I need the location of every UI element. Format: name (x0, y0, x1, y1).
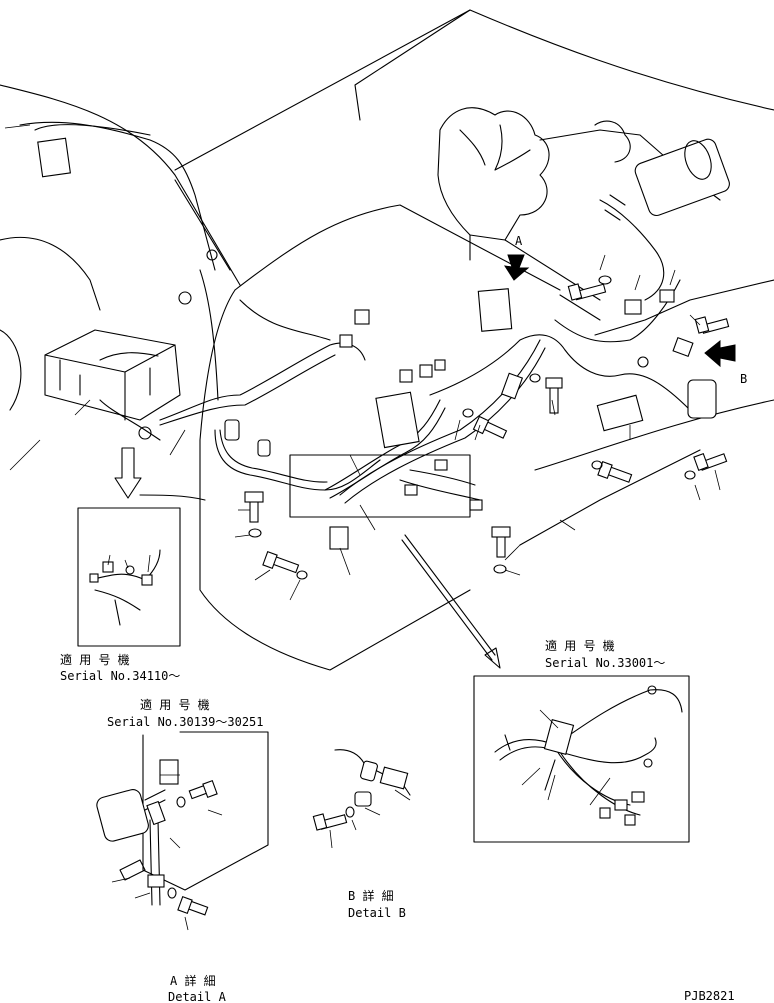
washer (684, 470, 696, 480)
serial-2-en: Serial No.30139～30251 (107, 715, 264, 729)
detail-b-drawing (312, 749, 411, 849)
washer (176, 796, 186, 808)
callout-a-arrow (503, 254, 530, 281)
callout-b-label: B (740, 372, 747, 386)
bolt (188, 780, 218, 800)
washer (493, 564, 507, 574)
washer (296, 570, 308, 580)
serial-2-jp: 適 用 号 機 (140, 697, 210, 712)
washer (529, 373, 541, 383)
inset-serial-34110 (77, 507, 181, 647)
washer (248, 528, 262, 538)
bolt (567, 283, 607, 301)
drawing-number: PJB2821 (684, 989, 735, 1003)
callout-a-label: A (515, 234, 523, 248)
bolt (472, 415, 508, 439)
washer (598, 275, 612, 285)
leader-lines (4, 124, 721, 601)
serial-3-jp: 適 用 号 機 (545, 638, 615, 653)
bolt (312, 813, 348, 831)
engine-assembly (437, 107, 730, 301)
bolt (244, 491, 264, 523)
machine-body-outline (0, 9, 774, 671)
detail-a-drawing (96, 731, 269, 931)
inset-1-pointer-arrow (114, 447, 142, 499)
detail-frame (289, 454, 471, 518)
washer (345, 806, 355, 818)
bolts-and-washers (244, 275, 730, 580)
detail-b-jp: B 詳 細 (348, 888, 394, 903)
inset-serial-33001 (473, 675, 690, 843)
bolt (597, 461, 633, 483)
detail-b-en: Detail B (348, 906, 406, 920)
detail-a-jp: A 詳 細 (170, 973, 216, 988)
callout-b-arrow (704, 339, 736, 368)
serial-1-en: Serial No.34110～ (60, 669, 180, 683)
bolt (262, 551, 300, 574)
bolt (491, 526, 511, 558)
bolt (694, 316, 730, 334)
bolt (177, 896, 209, 916)
washer (167, 887, 177, 899)
serial-3-en: Serial No.33001～ (545, 656, 665, 670)
bolt (693, 453, 728, 471)
washer (462, 408, 474, 418)
serial-1-jp: 適 用 号 機 (60, 652, 130, 667)
inset-3-pointer-arrow (401, 534, 496, 661)
bolt (545, 377, 563, 414)
connectors (178, 249, 717, 550)
detail-a-en: Detail A (168, 990, 227, 1003)
battery-compartment (34, 124, 181, 441)
washer (591, 460, 603, 470)
